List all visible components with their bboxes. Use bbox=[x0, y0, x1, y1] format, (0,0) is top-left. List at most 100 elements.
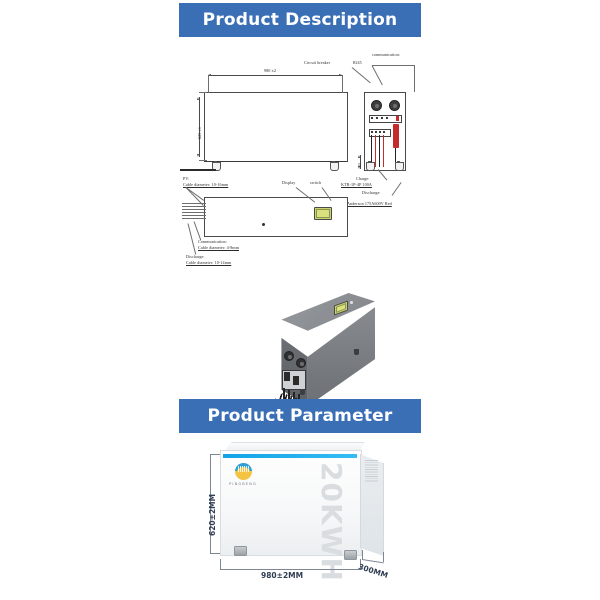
brand-name-label: PINGBENG bbox=[229, 481, 257, 486]
height-dimension-line bbox=[199, 97, 200, 157]
circuit-breaker-strip bbox=[369, 115, 402, 123]
product-photo: PINGBENG 20KWH 620±2MM 980±2MM 300MM bbox=[196, 440, 408, 592]
banner-product-description: Product Description bbox=[179, 3, 421, 37]
leader-discharge bbox=[391, 182, 402, 196]
discharge-connector-knob bbox=[389, 100, 400, 111]
side-caster-left bbox=[366, 161, 375, 171]
plan-cable-6 bbox=[182, 218, 206, 219]
breaker-indicator bbox=[396, 115, 399, 121]
callout-pv-line2: Cable diameter: 10-16mm bbox=[183, 182, 229, 187]
iso-connector-knob-2 bbox=[296, 358, 306, 368]
callout-communication-line2: RJ45 bbox=[353, 60, 362, 65]
display-lcd-plan-screen bbox=[316, 209, 330, 218]
wire-4 bbox=[383, 135, 384, 167]
iso-caster-front bbox=[300, 389, 305, 395]
anderson-connector-red bbox=[393, 124, 399, 148]
callout-communication-line1: communication: bbox=[372, 52, 401, 57]
width-dim-arrow-left bbox=[208, 73, 211, 76]
terminal-cell-1 bbox=[370, 130, 373, 134]
height-ext-line-top bbox=[199, 92, 207, 93]
foot-right bbox=[344, 550, 357, 560]
width-dim-tick-left bbox=[220, 559, 221, 570]
wire-3 bbox=[379, 135, 380, 167]
bottom-dimension-line bbox=[360, 155, 361, 169]
callout-comm-cable-line2: Cable diameter: 4-8mm bbox=[198, 245, 239, 250]
callout-charge-line2: KTR-1P-4P 100A bbox=[341, 182, 372, 187]
callout-discharge-cable-line2: Cable diameter: 10-14mm bbox=[186, 260, 232, 265]
leader-comm-cable bbox=[193, 221, 202, 241]
capacity-label: 20KWH bbox=[315, 462, 348, 582]
side-vent bbox=[365, 460, 378, 482]
callout-discharge-cable-line1: Discharge: bbox=[186, 254, 205, 259]
iso-caster-rear bbox=[354, 349, 359, 355]
width-dimension-label: 980±2MM bbox=[261, 571, 304, 580]
brand-mark-icon bbox=[234, 463, 252, 480]
terminal-cell-3 bbox=[378, 130, 381, 134]
height-dim-line-photo bbox=[210, 454, 211, 554]
callout-switch: switch bbox=[310, 180, 322, 185]
brand-logo: PINGBENG bbox=[226, 463, 260, 486]
leader-rj45-drop bbox=[414, 65, 415, 92]
iso-connector-knob-1 bbox=[284, 351, 294, 361]
iso-terminal-bar-2 bbox=[293, 376, 299, 385]
height-dim-tick-bottom bbox=[210, 553, 220, 554]
technical-drawing-area: 980 ±2 620 ±1 25 bbox=[0, 45, 600, 423]
height-dim-arrow-top bbox=[197, 97, 200, 100]
plan-cable-4 bbox=[182, 212, 206, 213]
leader-rj45 bbox=[371, 65, 383, 86]
wire-2 bbox=[375, 135, 376, 167]
plan-cable-3 bbox=[182, 209, 206, 210]
callout-discharge-line2: Anderson 175A600V Red bbox=[347, 201, 392, 206]
wire-5 bbox=[395, 148, 396, 167]
side-caster-right bbox=[395, 161, 404, 171]
banner-product-description-label: Product Description bbox=[202, 10, 398, 30]
banner-product-parameter-label: Product Parameter bbox=[207, 406, 393, 426]
leader-circuit-breaker bbox=[351, 67, 371, 84]
charge-connector-knob bbox=[371, 100, 382, 111]
width-dimension-line bbox=[208, 75, 342, 76]
height-dimension-text: 620 ±1 bbox=[197, 126, 202, 139]
height-dim-arrow-bottom bbox=[197, 153, 200, 157]
height-dimension-label: 620±2MM bbox=[208, 493, 217, 536]
callout-charge-line1: Charge: bbox=[356, 176, 370, 181]
callout-pv-line1: PV: bbox=[183, 176, 190, 181]
plan-cable-1 bbox=[182, 203, 206, 204]
plan-cable-2 bbox=[182, 206, 206, 207]
terminal-cell-4 bbox=[382, 130, 385, 134]
plan-center-marker bbox=[262, 223, 265, 226]
width-dimension-text: 980 ±2 bbox=[264, 68, 277, 73]
callout-circuit-breaker: Circuit breaker bbox=[304, 60, 331, 65]
callout-comm-cable-line1: Communication: bbox=[198, 239, 227, 244]
display-lcd-iso-screen bbox=[336, 303, 346, 313]
depth-dim-tick-right bbox=[383, 552, 384, 562]
width-dim-line-photo bbox=[220, 569, 360, 570]
iso-top-indicator bbox=[350, 301, 353, 304]
width-dim-arrow-right bbox=[338, 73, 342, 76]
bottom-dim-arrow-bottom bbox=[358, 165, 361, 169]
depth-dim-tick-left bbox=[362, 550, 363, 560]
height-ext-line-bottom bbox=[199, 160, 207, 161]
width-dim-tick-right bbox=[360, 559, 361, 570]
callout-display: Display bbox=[282, 180, 296, 185]
front-elevation-base-rail bbox=[204, 161, 346, 162]
width-ext-line-left bbox=[208, 75, 209, 93]
leader-rj45-horizontal bbox=[372, 65, 414, 66]
bottom-dim-arrow-top bbox=[358, 155, 361, 158]
iso-terminal-bar-1 bbox=[284, 372, 290, 381]
plan-cable-5 bbox=[182, 215, 206, 216]
accent-stripe bbox=[223, 454, 357, 458]
breaker-cell-2 bbox=[376, 116, 379, 120]
width-ext-line-right bbox=[342, 75, 343, 93]
caster-left bbox=[212, 161, 221, 171]
wire-1 bbox=[371, 135, 372, 167]
height-dim-tick-top bbox=[210, 454, 220, 455]
banner-product-parameter: Product Parameter bbox=[179, 399, 421, 433]
display-lcd-plan bbox=[314, 207, 332, 220]
breaker-cell-3 bbox=[381, 116, 384, 120]
front-elevation-body bbox=[204, 92, 348, 162]
breaker-cell-1 bbox=[371, 116, 374, 120]
terminal-cell-2 bbox=[374, 130, 377, 134]
foot-left bbox=[234, 546, 247, 556]
bottom-dimension-text: 25 bbox=[357, 162, 362, 167]
